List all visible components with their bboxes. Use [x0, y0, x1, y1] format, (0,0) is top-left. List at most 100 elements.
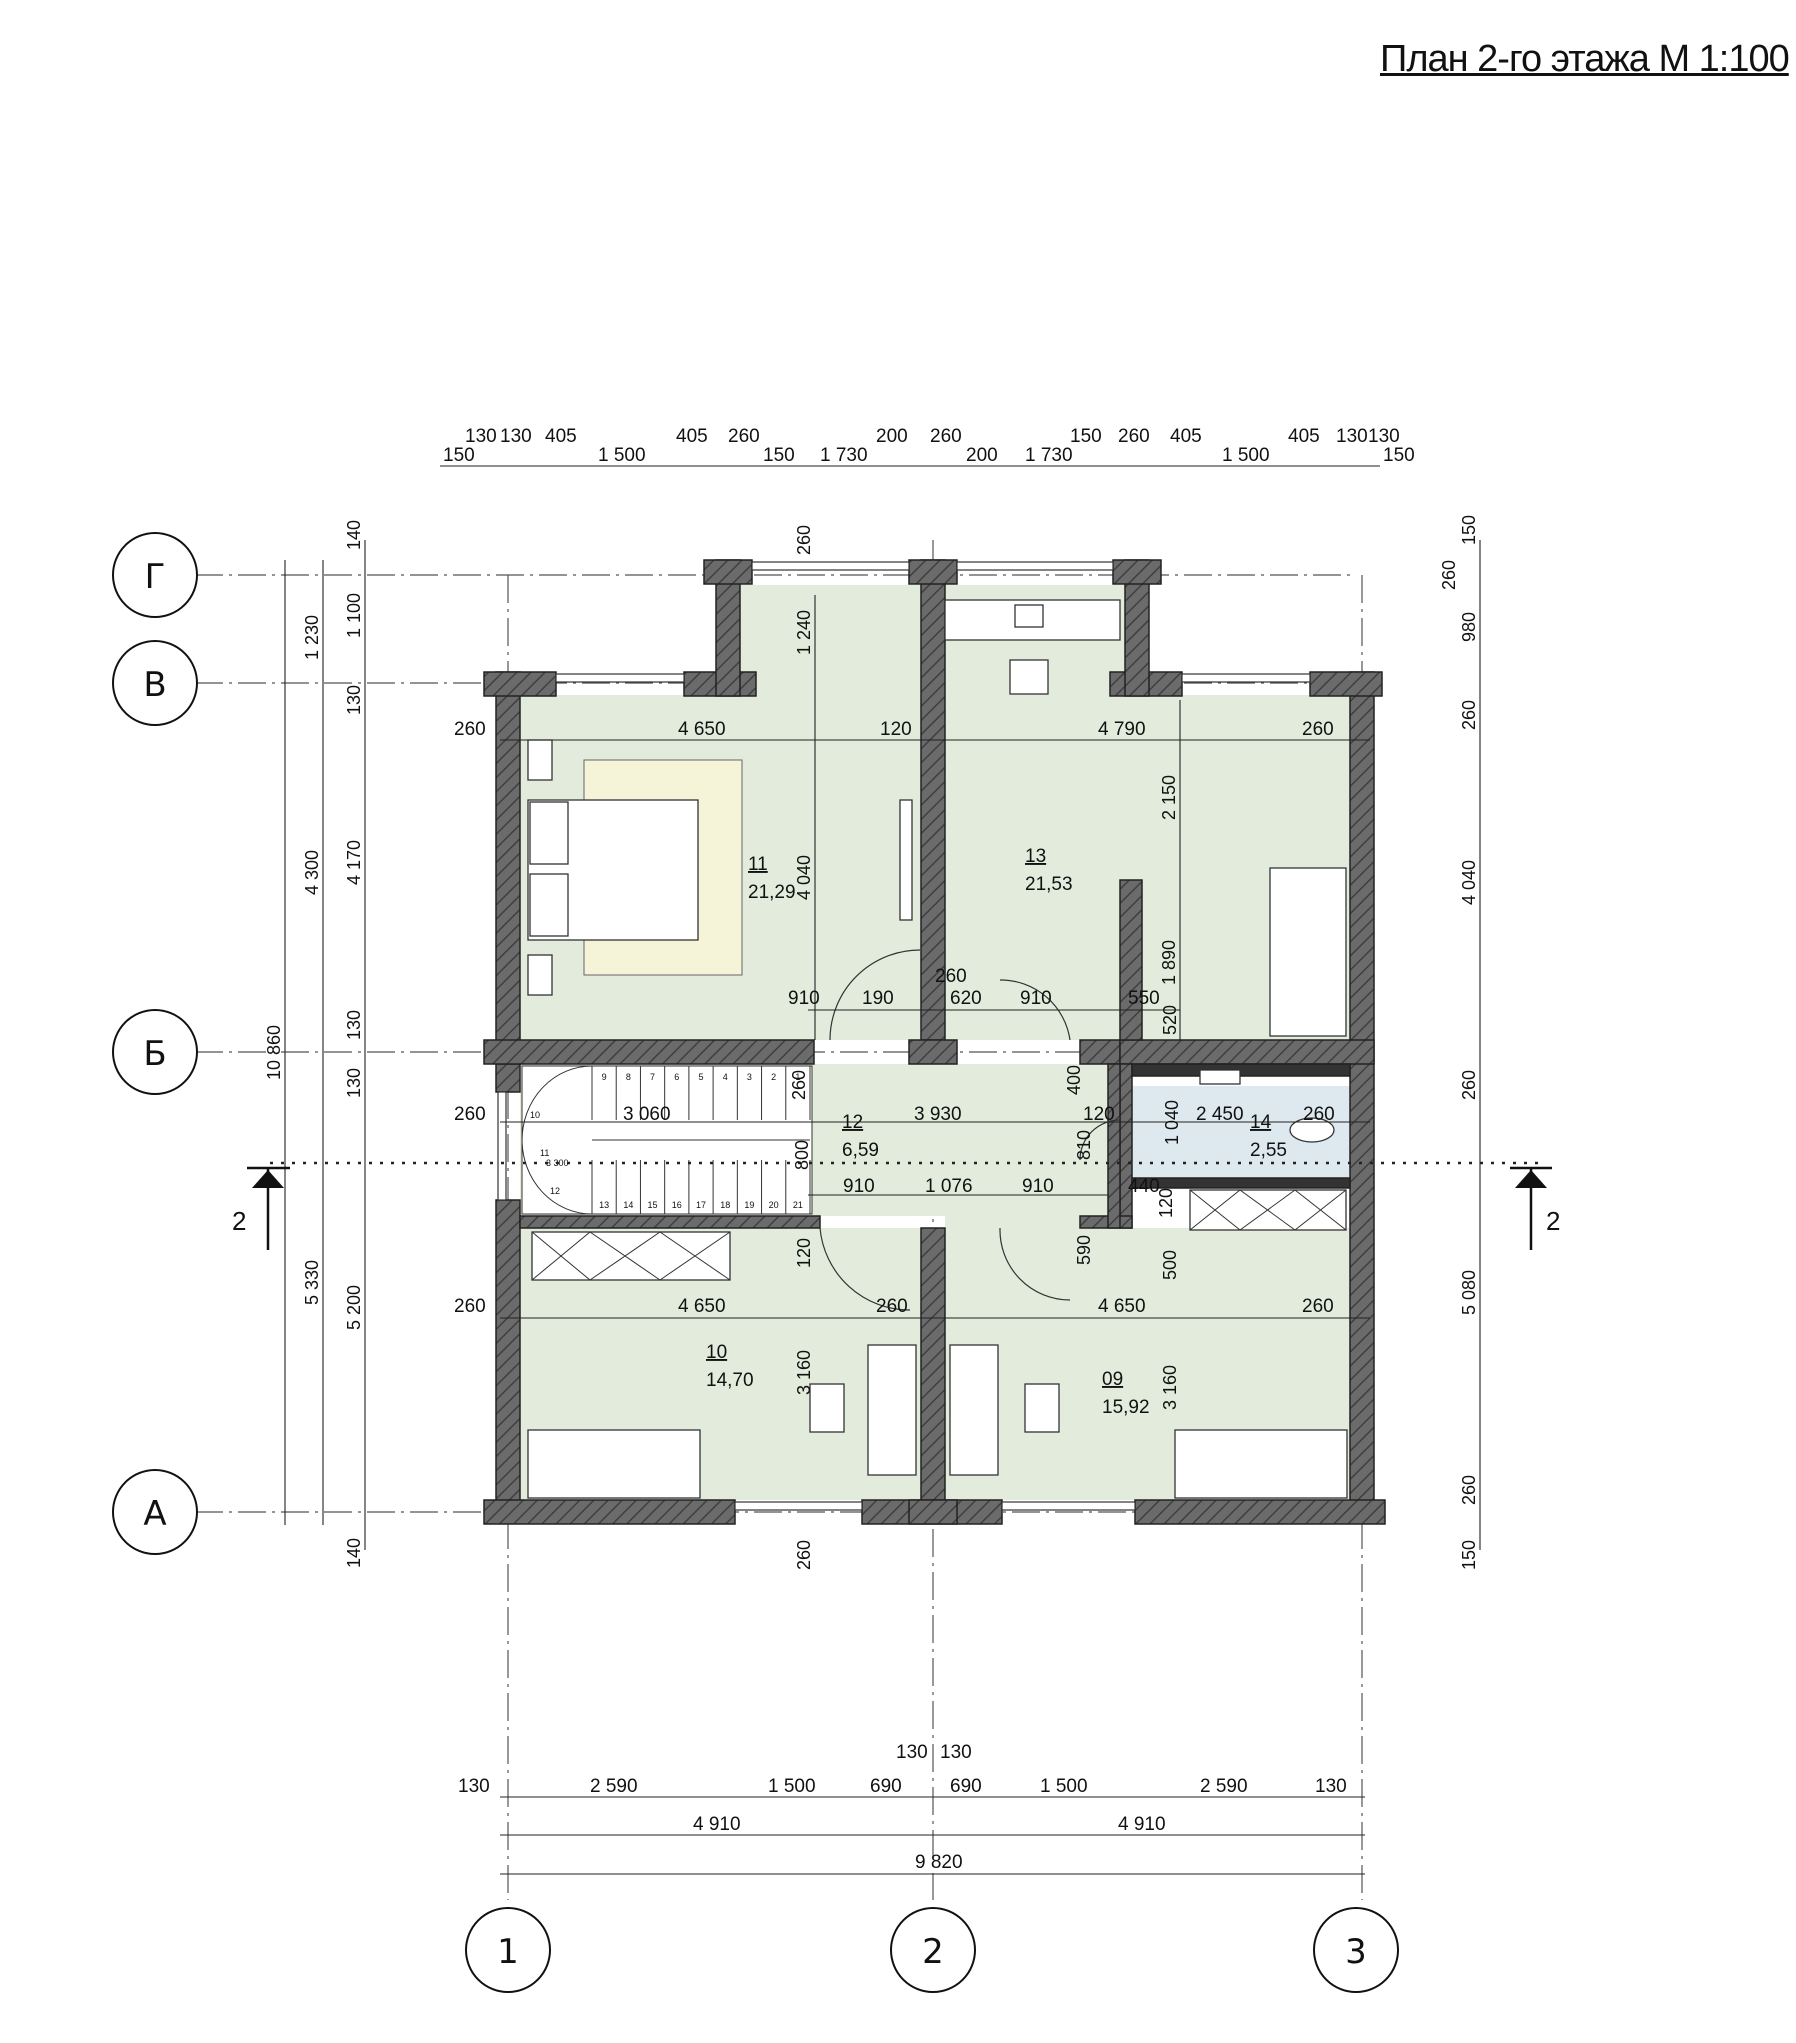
svg-text:130: 130 [458, 1776, 490, 1797]
stair-step-number: 3 [747, 1072, 752, 1082]
svg-text:4 650: 4 650 [678, 719, 726, 740]
walls [483, 559, 1386, 1525]
stair-step-number: 19 [744, 1200, 754, 1210]
svg-text:150: 150 [1070, 426, 1102, 447]
svg-text:2 590: 2 590 [590, 1776, 638, 1797]
svg-text:130: 130 [344, 1068, 364, 1098]
stair-step-number: 18 [720, 1200, 730, 1210]
room-09-number: 09 [1102, 1369, 1123, 1390]
svg-text:4 650: 4 650 [1098, 1296, 1146, 1317]
svg-text:1 500: 1 500 [768, 1776, 816, 1797]
svg-text:520: 520 [1160, 1005, 1180, 1035]
section-marker-left [247, 1166, 290, 1250]
svg-text:1 500: 1 500 [598, 445, 646, 466]
svg-text:260: 260 [1118, 426, 1150, 447]
svg-text:130: 130 [896, 1742, 928, 1763]
svg-text:260: 260 [935, 966, 967, 987]
svg-text:120: 120 [880, 719, 912, 740]
stair-step-number: 16 [672, 1200, 682, 1210]
svg-text:590: 590 [1074, 1235, 1094, 1265]
svg-text:5 330: 5 330 [302, 1260, 322, 1305]
axis-row-b: Б [143, 1034, 166, 1074]
svg-text:1 730: 1 730 [820, 445, 868, 466]
svg-text:260: 260 [1439, 560, 1459, 590]
windows [497, 561, 1311, 1511]
drawing-title: План 2-го этажа М 1:100 [1380, 38, 1790, 80]
svg-text:260: 260 [1302, 719, 1334, 740]
room-11-number: 11 [748, 854, 768, 875]
svg-text:260: 260 [930, 426, 962, 447]
svg-text:405: 405 [1288, 426, 1320, 447]
stair-step-number: 6 [674, 1072, 679, 1082]
svg-text:2 450: 2 450 [1196, 1104, 1244, 1125]
stair-step-number: 10 [530, 1110, 540, 1120]
stair-step-number: 4 [723, 1072, 728, 1082]
svg-text:620: 620 [950, 988, 982, 1009]
svg-text:120: 120 [1156, 1188, 1176, 1218]
svg-text:4 170: 4 170 [344, 840, 364, 885]
svg-text:3 060: 3 060 [623, 1104, 671, 1125]
stair-step-number: 14 [623, 1200, 633, 1210]
svg-text:810: 810 [1074, 1130, 1094, 1160]
room-09-area: 15,92 [1102, 1397, 1150, 1418]
svg-text:260: 260 [794, 525, 814, 555]
axis-row-g: Г [145, 557, 166, 597]
svg-text:910: 910 [1022, 1176, 1054, 1197]
col-axis-bubbles [465, 1907, 1399, 1993]
section-label-right: 2 [1546, 1206, 1560, 1236]
svg-text:3 930: 3 930 [914, 1104, 962, 1125]
svg-text:4 040: 4 040 [794, 855, 814, 900]
top-dimensions: 130 130 405 405 260 200 260 150 260 405 … [443, 426, 1415, 466]
svg-text:980: 980 [1459, 612, 1479, 642]
stair-step-number: 17 [696, 1200, 706, 1210]
stair-step-number: 8 [626, 1072, 631, 1082]
stair-step-number: 12 [550, 1186, 560, 1196]
svg-text:140: 140 [344, 1538, 364, 1568]
svg-text:800: 800 [792, 1140, 812, 1170]
svg-text:120: 120 [794, 1238, 814, 1268]
room-13-number: 13 [1025, 846, 1046, 867]
right-dimensions: 150 260 980 260 4 040 260 5 080 260 150 [1439, 515, 1479, 1570]
svg-text:260: 260 [1303, 1104, 1335, 1125]
stair-step-number: 15 [648, 1200, 658, 1210]
svg-text:260: 260 [1459, 700, 1479, 730]
svg-text:260: 260 [454, 1296, 486, 1317]
svg-text:405: 405 [1170, 426, 1202, 447]
svg-text:1 100: 1 100 [344, 593, 364, 638]
svg-text:130: 130 [1315, 1776, 1347, 1797]
room-14-area: 2,55 [1250, 1140, 1287, 1161]
svg-text:440: 440 [1128, 1176, 1160, 1197]
svg-text:4 300: 4 300 [302, 850, 322, 895]
furniture-details [531, 1189, 1347, 1281]
doors [819, 949, 1121, 1311]
left-dimensions: 10 860 1 230 4 300 5 330 140 1 100 130 4… [264, 520, 364, 1568]
svg-text:130: 130 [1368, 426, 1400, 447]
svg-text:5 200: 5 200 [344, 1285, 364, 1330]
svg-text:9 820: 9 820 [915, 1852, 963, 1873]
svg-text:130: 130 [344, 1010, 364, 1040]
svg-text:140: 140 [344, 520, 364, 550]
svg-text:130: 130 [940, 1742, 972, 1763]
stair-step-number: 5 [698, 1072, 703, 1082]
svg-text:150: 150 [1459, 1540, 1479, 1570]
room-12-number: 12 [842, 1112, 863, 1133]
svg-text:1 730: 1 730 [1025, 445, 1073, 466]
axis-col-1: 1 [497, 1932, 519, 1972]
bed-room-10 [527, 1429, 701, 1499]
svg-text:4 910: 4 910 [1118, 1814, 1166, 1835]
svg-text:3 160: 3 160 [794, 1350, 814, 1395]
svg-text:1 890: 1 890 [1159, 940, 1179, 985]
svg-text:200: 200 [966, 445, 998, 466]
section-marker-right [1510, 1166, 1552, 1250]
svg-text:10 860: 10 860 [264, 1025, 284, 1080]
bed-room-09 [1174, 1429, 1348, 1499]
svg-text:260: 260 [876, 1296, 908, 1317]
axis-col-2: 2 [922, 1932, 944, 1972]
stair-step-number: 7 [650, 1072, 655, 1082]
svg-text:4 650: 4 650 [678, 1296, 726, 1317]
svg-text:4 790: 4 790 [1098, 719, 1146, 740]
svg-text:1 240: 1 240 [794, 610, 814, 655]
svg-text:400: 400 [1064, 1065, 1084, 1095]
svg-text:150: 150 [1459, 515, 1479, 545]
svg-text:690: 690 [950, 1776, 982, 1797]
